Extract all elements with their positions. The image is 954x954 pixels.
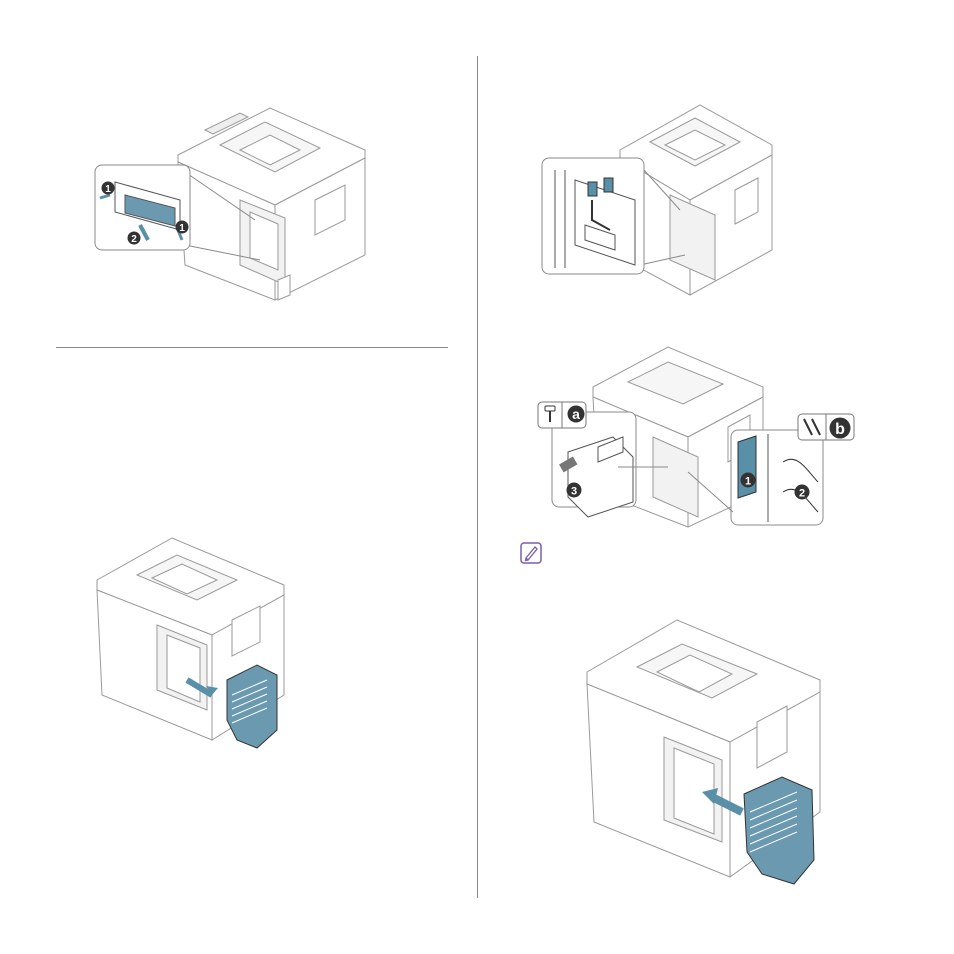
tool-label-a: a <box>567 405 585 423</box>
figure-install-hdd-screws <box>538 342 858 532</box>
svg-text:b: b <box>835 421 845 438</box>
svg-text:2: 2 <box>799 488 805 500</box>
figure-remove-control-board-cover <box>92 530 292 750</box>
figure-remove-memory-module <box>90 100 380 315</box>
column-divider <box>477 56 478 898</box>
screw-icon <box>800 417 824 437</box>
svg-text:3: 3 <box>571 486 577 498</box>
svg-text:2: 2 <box>131 234 137 245</box>
note-icon <box>520 542 542 564</box>
figure-reinstall-control-board-cover <box>582 612 842 892</box>
svg-text:1: 1 <box>105 184 111 195</box>
callout-badge: 2 <box>794 484 810 500</box>
section-divider <box>56 347 448 348</box>
svg-text:1: 1 <box>179 223 185 234</box>
callout-badge: 2 <box>127 231 141 245</box>
callout-badge: 1 <box>101 181 115 195</box>
tool-label-b: b <box>829 417 851 439</box>
figure-connect-hdd-cable <box>540 100 780 300</box>
callout-badge: 1 <box>740 472 756 488</box>
screw-icon <box>542 405 558 423</box>
svg-text:a: a <box>572 406 580 422</box>
svg-text:1: 1 <box>745 476 751 488</box>
callout-badge: 1 <box>175 220 189 234</box>
callout-badge: 3 <box>566 482 582 498</box>
